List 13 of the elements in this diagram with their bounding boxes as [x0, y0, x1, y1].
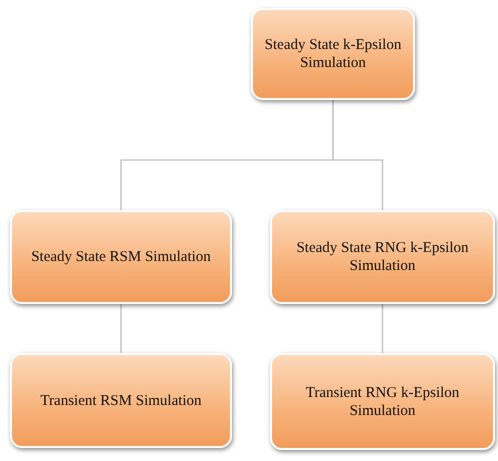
process-box: [10, 210, 232, 304]
connector-line: [332, 100, 384, 210]
connector-line: [382, 304, 384, 353]
connector-line: [120, 304, 122, 353]
box-label: Steady State k-Epsilon Simulation: [264, 36, 402, 72]
box-label: Transient RSM Simulation: [40, 392, 202, 410]
box-label: Transient RNG k-Epsilon Simulation: [304, 384, 460, 420]
process-box: [270, 210, 495, 304]
process-box: [10, 353, 232, 448]
process-box: [270, 353, 495, 450]
box-label: Steady State RSM Simulation: [31, 248, 211, 266]
process-box: [251, 8, 415, 100]
box-label: Steady State RNG k-Epsilon Simulation: [295, 239, 470, 275]
